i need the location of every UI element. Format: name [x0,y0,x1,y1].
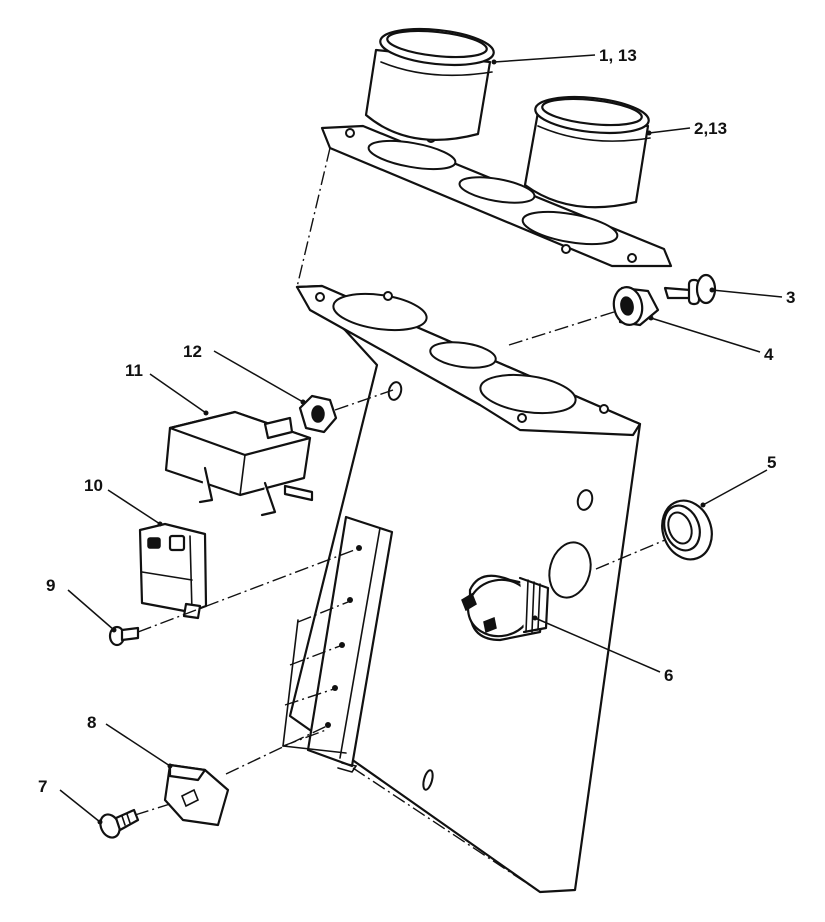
hex-nut [298,394,338,434]
leader-lines [59,54,783,825]
gasket [320,124,673,268]
callout-9: 9 [46,576,55,595]
callout-2: 2,13 [694,119,727,138]
callout-11: 11 [125,361,143,380]
callout-1: 1, 13 [599,46,637,65]
callout-4: 4 [764,345,774,364]
mounting-plate [288,284,642,894]
plate-hole-2 [429,341,497,369]
relay [138,522,208,620]
callout-7: 7 [38,777,47,796]
gauge-2 [523,95,651,209]
mounting-nut [661,499,713,561]
screw-7 [99,808,140,839]
plate-hole-receptacle [548,541,592,599]
assembly-lines [134,147,666,893]
receptacle [461,574,550,642]
plate-hole-1 [332,292,428,332]
screw-9 [108,625,140,647]
callout-3: 3 [786,288,795,307]
plate-hole-3 [479,373,577,415]
circuit-breaker [164,410,314,517]
lamp-socket [612,286,660,327]
indicator-lamp [663,273,717,306]
callout-6: 6 [664,666,673,685]
side-rail [282,515,394,773]
terminal-block [163,763,230,827]
gauge-1 [364,27,495,141]
callout-12: 12 [183,342,202,361]
callout-10: 10 [84,476,103,495]
callout-8: 8 [87,713,96,732]
callout-5: 5 [767,453,776,472]
callouts: 1, 13 2,13 3 4 5 6 7 8 9 10 11 12 [38,46,795,796]
